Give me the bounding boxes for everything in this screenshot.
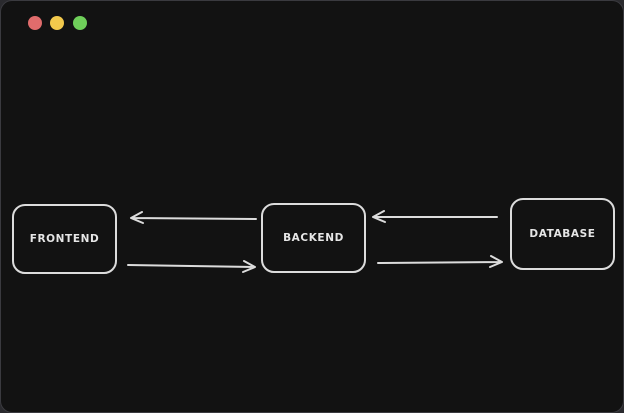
edge-frontend-to-backend[interactable]	[127, 260, 256, 273]
window-close-button[interactable]	[28, 16, 42, 30]
node-frontend-label: FRONTEND	[29, 233, 100, 245]
node-database[interactable]: DATABASE	[510, 198, 615, 270]
node-backend-label: BACKEND	[283, 232, 344, 244]
node-backend[interactable]: BACKEND	[261, 203, 366, 273]
window-maximize-button[interactable]	[73, 16, 87, 30]
node-database-label: DATABASE	[529, 228, 596, 240]
node-frontend[interactable]: FRONTEND	[12, 204, 117, 274]
edge-database-to-backend[interactable]	[372, 210, 498, 223]
edge-backend-to-database[interactable]	[377, 255, 503, 268]
window-minimize-button[interactable]	[50, 16, 64, 30]
edge-backend-to-frontend[interactable]	[130, 211, 257, 224]
